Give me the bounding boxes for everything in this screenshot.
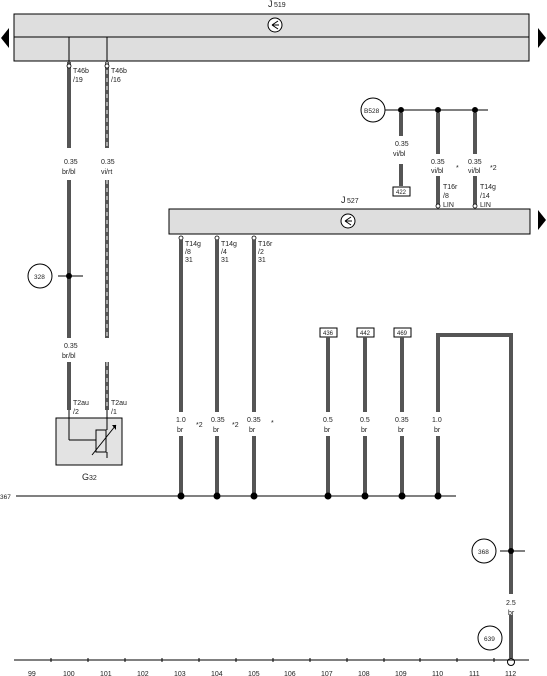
wire-101a-size: 0.35: [101, 159, 115, 166]
pin-101a-num: /16: [111, 77, 121, 84]
grid-num-111: 111: [469, 671, 480, 676]
wire-109-color: br: [398, 427, 405, 434]
grid-num-102: 102: [137, 671, 149, 676]
wire-112-size: 2.5: [506, 600, 516, 607]
ground-point-328[interactable]: [27, 263, 53, 289]
wire-110-size: 1.0: [432, 417, 442, 424]
pin-110t-sig: LIN: [443, 202, 454, 209]
ref-box-469[interactable]: 469: [397, 331, 408, 337]
ground-point-639[interactable]: [477, 625, 503, 651]
component-letter: G: [82, 472, 89, 482]
nav-arrow-right-icon[interactable]: [538, 28, 546, 48]
wire-112-color: br: [508, 610, 515, 617]
grid-num-99: 99: [28, 671, 36, 676]
pin-111t-sig: LIN: [480, 202, 491, 209]
unit-top-sub: 519: [274, 2, 286, 9]
grid-num-105: 105: [248, 671, 260, 676]
pin-100a-num: /19: [73, 77, 83, 84]
grid-num-101: 101: [100, 671, 112, 676]
wire-105-note: *: [271, 420, 274, 427]
component-g32[interactable]: G 32: [55, 410, 123, 482]
pin-105-name: T16r: [258, 241, 273, 248]
wire-100b-color: br/bl: [62, 353, 76, 360]
wire-100b-size: 0.35: [64, 343, 78, 350]
ground-point-639-label: 639: [484, 636, 495, 643]
wire-103-note: *2: [196, 422, 203, 429]
wire-103-color: br: [177, 427, 184, 434]
nav-arrow-right-icon-2[interactable]: [538, 210, 546, 230]
grid-num-103: 103: [174, 671, 186, 676]
wire-105-size: 0.35: [247, 417, 261, 424]
ground-point-368-label: 368: [478, 549, 489, 556]
ref-box-442[interactable]: 442: [360, 331, 371, 337]
pin-101a-name: T46b: [111, 68, 127, 75]
wire-105-color: br: [249, 427, 256, 434]
unit-mid-letter: J: [341, 195, 346, 205]
unit-top-letter: J: [268, 0, 273, 9]
grid-num-107: 107: [321, 671, 333, 676]
pin-100b-name: T2au: [73, 400, 89, 407]
component-sub: 32: [89, 475, 97, 482]
pin-105-num: /2: [258, 249, 264, 256]
wire-107-color: br: [324, 427, 331, 434]
wire-109-size: 0.35: [395, 417, 409, 424]
pin-104-name: T14g: [221, 241, 237, 248]
pin-103-gnd: 31: [185, 257, 193, 264]
wire-110-color: br: [434, 427, 441, 434]
wire-111t-size: 0.35: [468, 159, 482, 166]
pin-111t-name: T14g: [480, 184, 496, 191]
wire-104-note: *2: [232, 422, 239, 429]
grid-num-100: 100: [63, 671, 75, 676]
grid-num-108: 108: [358, 671, 370, 676]
wire-107-size: 0.5: [323, 417, 333, 424]
wire-108-size: 0.5: [360, 417, 370, 424]
pin-101b-num: /1: [111, 409, 117, 416]
unit-mid-sub: 527: [347, 198, 359, 205]
control-unit-mid: J 527: [168, 195, 531, 235]
ground-rail-label: 367: [0, 494, 11, 501]
wire-100a-color: br/bl: [62, 169, 76, 176]
wire-108t-size: 0.35: [395, 141, 409, 148]
pin-100a-name: T46b: [73, 68, 89, 75]
wire-111t-note: *2: [490, 165, 497, 172]
wire-104-color: br: [213, 427, 220, 434]
wire-101a-color: vi/rt: [101, 169, 112, 176]
ground-point-328-label: 328: [34, 274, 45, 281]
grid-num-110: 110: [432, 671, 443, 676]
pin-110t-num: /8: [443, 193, 449, 200]
ref-box-422[interactable]: 422: [396, 190, 407, 196]
pin-105-gnd: 31: [258, 257, 266, 264]
wire-108-color: br: [361, 427, 368, 434]
wire-111t-color: vi/bl: [468, 168, 481, 175]
control-unit-top: J 519: [13, 0, 530, 62]
grid-num-112: 112: [505, 671, 516, 676]
pin-103-num: /8: [185, 249, 191, 256]
ground-point-b528-label: B528: [364, 108, 380, 115]
wire-110t-note: *: [456, 165, 459, 172]
wire-104-size: 0.35: [211, 417, 225, 424]
pin-101b-name: T2au: [111, 400, 127, 407]
pin-111t-num: /14: [480, 193, 490, 200]
ref-box-436[interactable]: 436: [323, 331, 334, 337]
pin-104-num: /4: [221, 249, 227, 256]
wire-110t-size: 0.35: [431, 159, 445, 166]
ground-point-368[interactable]: [471, 538, 497, 564]
wire-108t-color: vi/bl: [393, 151, 406, 158]
wire-110t-color: vi/bl: [431, 168, 444, 175]
grid-num-106: 106: [284, 671, 296, 676]
grid-numbers: 99 100 101 102 103 104 105 106 107 108 1…: [28, 658, 516, 676]
pin-103-name: T14g: [185, 241, 201, 248]
grid-num-109: 109: [395, 671, 407, 676]
pin-104-gnd: 31: [221, 257, 229, 264]
nav-arrow-left-icon[interactable]: [1, 28, 9, 48]
grid-num-104: 104: [211, 671, 223, 676]
wire-100a-size: 0.35: [64, 159, 78, 166]
pin-110t-name: T16r: [443, 184, 458, 191]
pin-100b-num: /2: [73, 409, 79, 416]
wire-103-size: 1.0: [176, 417, 186, 424]
